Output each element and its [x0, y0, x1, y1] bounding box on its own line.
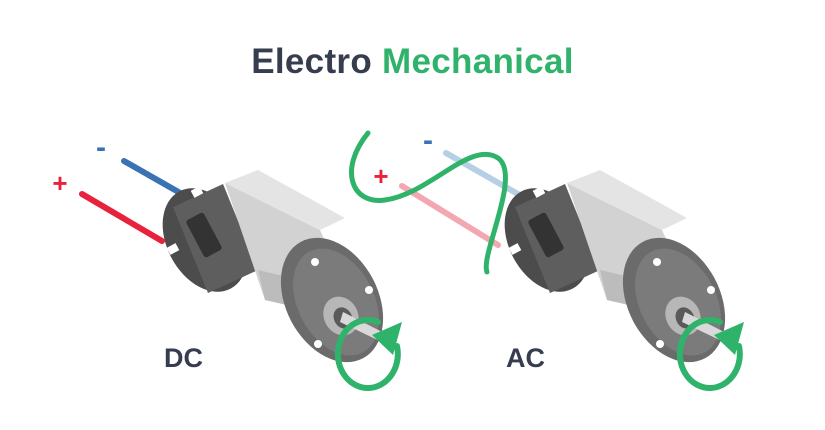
ac-motor: - +	[349, 124, 746, 391]
ac-plus-sign: +	[373, 161, 388, 191]
dc-plus-sign: +	[52, 168, 67, 198]
ac-minus-sign: -	[423, 124, 433, 157]
ac-positive-wire	[399, 183, 501, 248]
dc-positive-wire	[79, 191, 165, 244]
dc-minus-sign: -	[96, 131, 106, 164]
title-word-electro: Electro	[251, 42, 373, 81]
rotation-arrow-icon	[676, 317, 744, 391]
ac-sine-wave-icon	[349, 130, 508, 275]
dc-label: DC	[164, 343, 203, 373]
title-word-mechanical: Mechanical	[382, 42, 574, 81]
ac-label: AC	[506, 343, 545, 373]
rotation-arrow-icon	[334, 317, 402, 391]
dc-motor: - +	[52, 131, 404, 391]
page-title: Electro Mechanical	[0, 44, 825, 79]
